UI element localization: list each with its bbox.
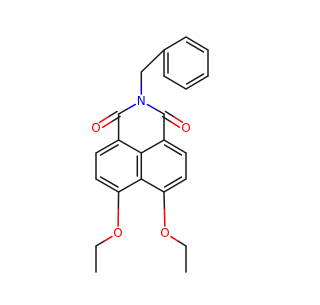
bond-42 [165, 177, 182, 187]
carbonyl-oxygen-left-label: O [91, 121, 100, 135]
ether-oxygen-left-label: O [113, 226, 122, 240]
bond-13 [127, 104, 135, 109]
bond-15 [147, 104, 155, 109]
bond-51 [178, 241, 186, 246]
bond-34 [101, 145, 118, 155]
nitrogen-atom-label: N [137, 94, 146, 108]
bond-10 [141, 50, 164, 72]
bond-25 [166, 112, 174, 117]
bond-22 [100, 117, 109, 122]
bond-46 [96, 241, 104, 246]
bond-6 [164, 37, 186, 50]
bond-16 [156, 109, 164, 114]
bond-24 [103, 122, 112, 127]
bond-32 [119, 179, 142, 192]
carbonyl-oxygen-right-label: O [181, 121, 190, 135]
bond-14 [119, 109, 127, 114]
bond-20 [141, 140, 164, 153]
bond-19 [119, 140, 142, 153]
bond-8 [187, 74, 204, 84]
bond-21 [108, 112, 117, 117]
bond-35 [101, 177, 118, 187]
bond-28 [171, 122, 179, 127]
bond-41 [165, 145, 182, 155]
bond-4 [164, 76, 186, 89]
bond-7 [187, 42, 204, 52]
molecule-diagram: N O O O O [0, 0, 300, 300]
structure-canvas: N O O O O [0, 0, 300, 300]
bond-45 [104, 237, 112, 242]
bond-40 [141, 179, 164, 192]
bond-50 [171, 237, 179, 242]
ether-oxygen-right-label: O [160, 226, 169, 240]
